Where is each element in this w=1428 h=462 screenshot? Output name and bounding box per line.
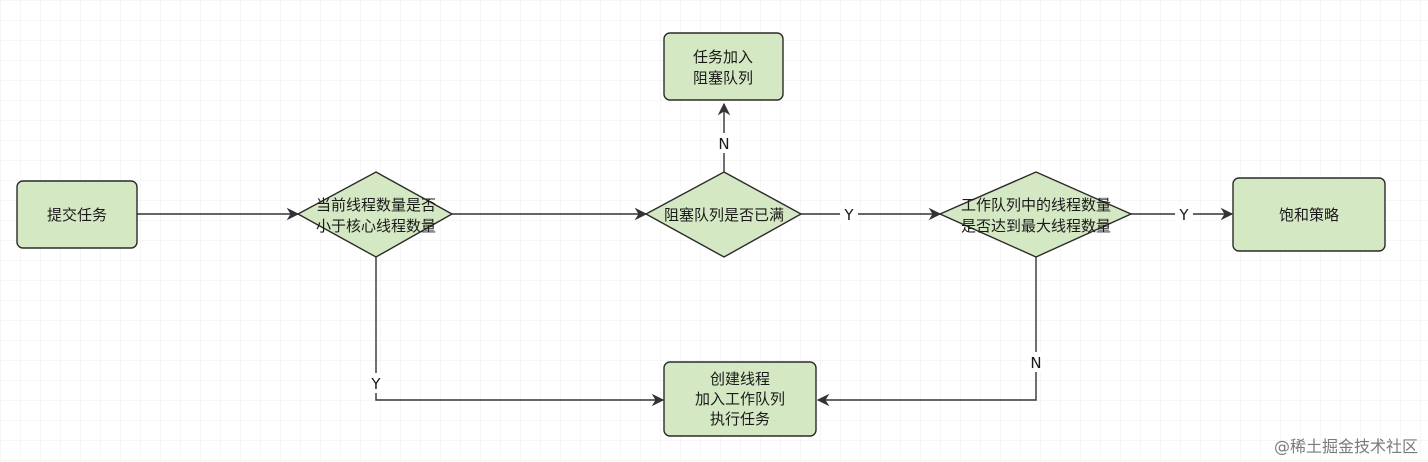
node-create-thread-line3: 执行任务 xyxy=(710,410,770,428)
edge-label-core-yes: Y xyxy=(370,375,381,393)
node-core-thread-check-diamond xyxy=(296,171,454,258)
node-max-thread-check: 工作队列中的线程数量 是否达到最大线程数量 xyxy=(938,171,1133,258)
edge-label-max-no: N xyxy=(1030,354,1041,372)
node-create-thread: 创建线程 加入工作队列 执行任务 xyxy=(663,361,817,437)
node-core-thread-check-line2: 小于核心线程数量 xyxy=(316,217,436,235)
node-saturation-policy-label: 饱和策略 xyxy=(1279,206,1339,224)
node-enqueue-task-line2: 阻塞队列 xyxy=(693,69,753,87)
watermark-text: @稀土掘金技术社区 xyxy=(1274,437,1418,456)
node-create-thread-box xyxy=(663,361,817,437)
node-saturation-policy-box xyxy=(1232,177,1386,252)
node-submit-task: 提交任务 xyxy=(16,180,138,249)
edge-label-queue-no: N xyxy=(718,135,729,153)
node-max-thread-check-diamond xyxy=(938,171,1133,258)
edge-label-bg-queue-no xyxy=(715,133,733,153)
node-core-thread-check: 当前线程数量是否 小于核心线程数量 xyxy=(296,171,454,258)
edge-label-bg-max-no xyxy=(1027,352,1045,372)
node-queue-full-check-diamond xyxy=(644,171,803,258)
edge-core-check-to-create-thread xyxy=(375,257,665,407)
node-enqueue-task: 任务加入 阻塞队列 xyxy=(663,32,784,101)
node-enqueue-task-line1: 任务加入 xyxy=(693,48,753,66)
node-queue-full-check-label: 阻塞队列是否已满 xyxy=(664,206,784,224)
edge-label-bg-queue-yes xyxy=(840,205,858,225)
node-create-thread-line1: 创建线程 xyxy=(710,370,770,388)
node-max-thread-check-line1: 工作队列中的线程数量 xyxy=(961,196,1111,214)
edge-label-max-yes: Y xyxy=(1178,206,1189,224)
edge-label-bg-core-yes xyxy=(367,373,385,393)
node-queue-full-check: 阻塞队列是否已满 xyxy=(644,171,803,258)
node-max-thread-check-line2: 是否达到最大线程数量 xyxy=(961,217,1111,235)
edge-max-check-to-create-thread xyxy=(816,257,1037,407)
node-saturation-policy: 饱和策略 xyxy=(1232,177,1386,252)
node-enqueue-task-box xyxy=(663,32,784,101)
node-core-thread-check-line1: 当前线程数量是否 xyxy=(316,196,436,214)
node-submit-task-box xyxy=(16,180,138,249)
edge-label-queue-yes: Y xyxy=(843,206,854,224)
edge-label-bg-max-yes xyxy=(1175,205,1193,225)
node-submit-task-label: 提交任务 xyxy=(47,206,107,224)
node-create-thread-line2: 加入工作队列 xyxy=(695,390,785,408)
